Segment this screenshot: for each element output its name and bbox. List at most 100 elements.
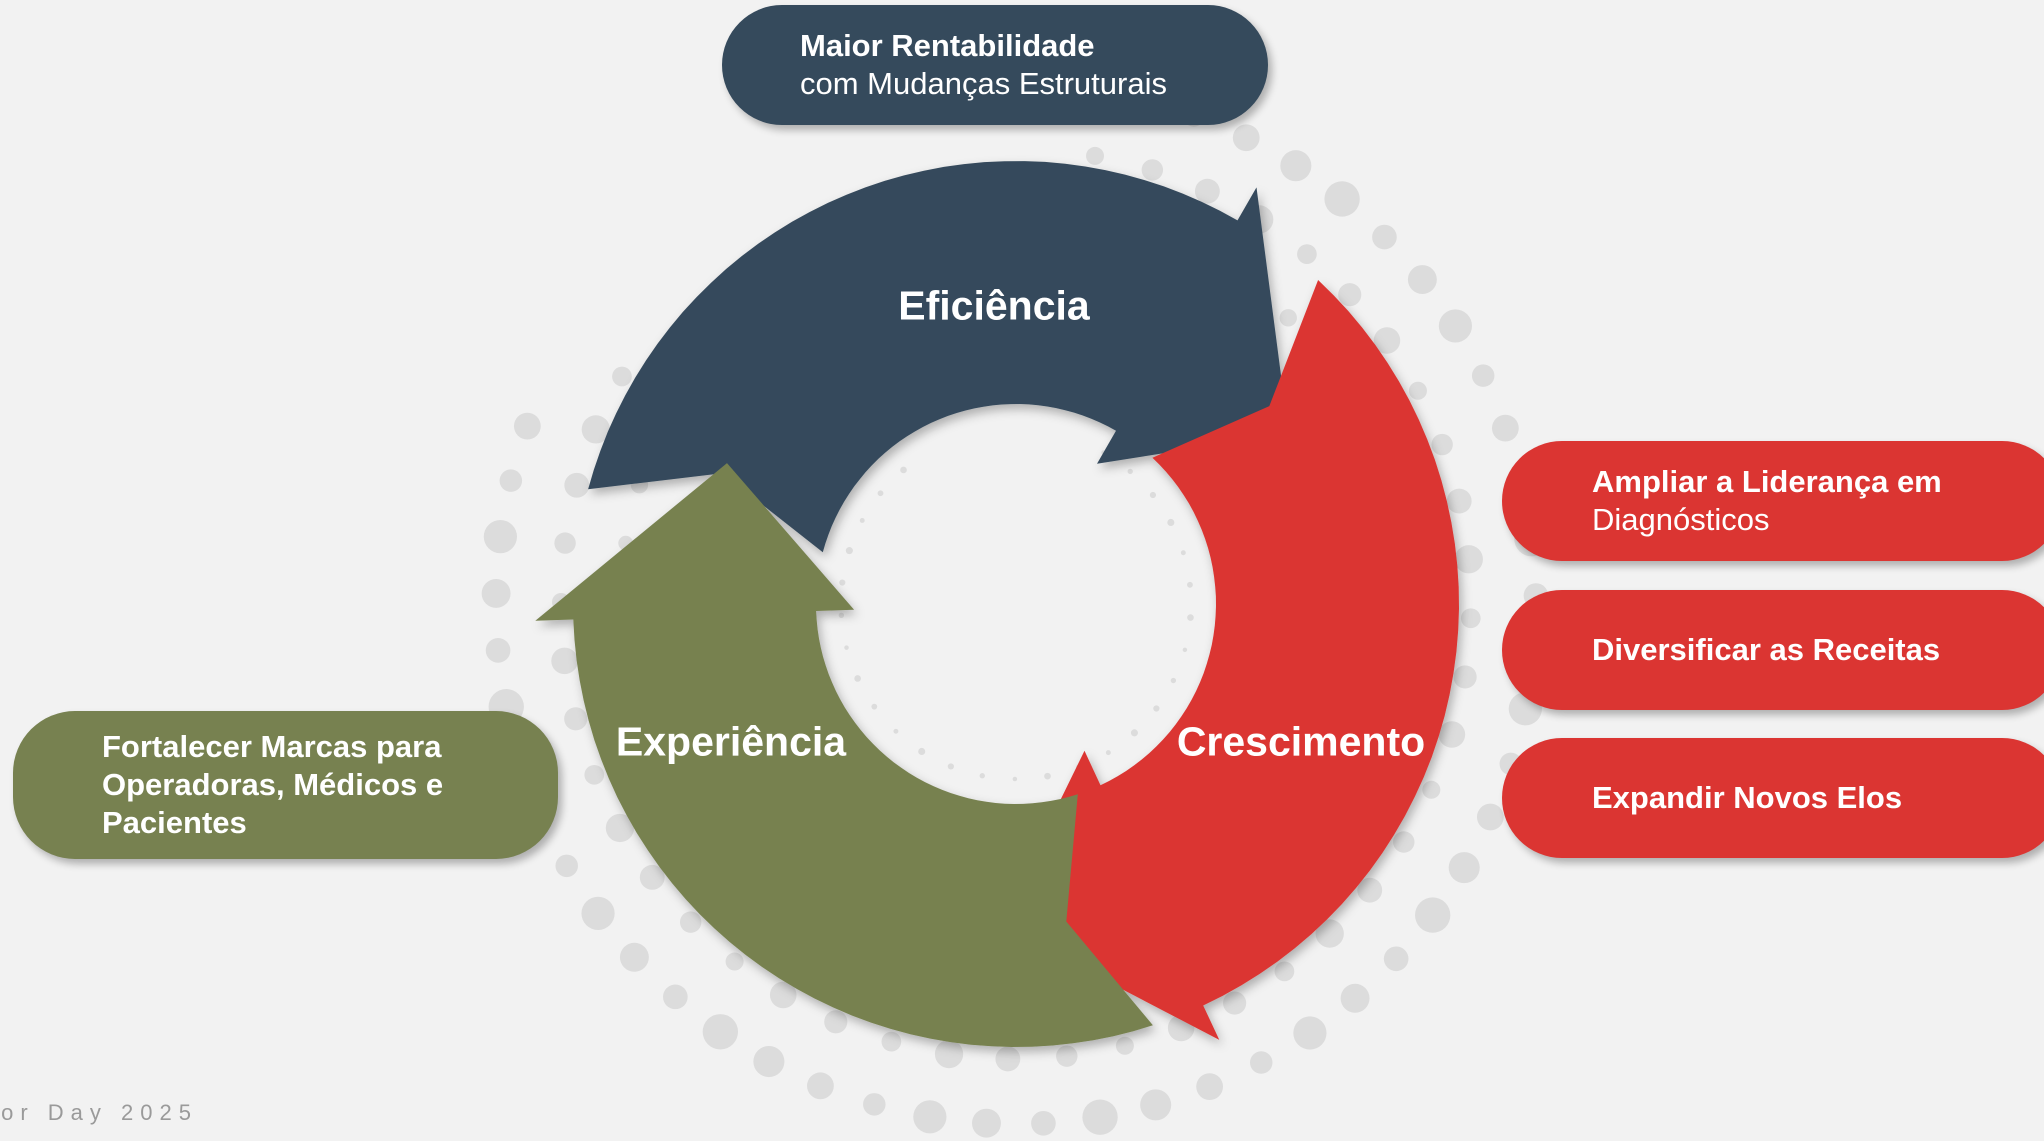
decorative-dot [1180,550,1186,556]
decorative-dot [1324,181,1360,217]
decorative-dot [481,578,511,608]
decorative-dot [1407,265,1437,295]
decorative-dot [769,981,797,1009]
decorative-dot [881,1031,902,1052]
arrow-eficiencia [588,161,1289,553]
decorative-dot [1471,364,1495,387]
decorative-dot [1373,327,1401,354]
goal-subtitle: com Mudanças Estruturais [800,66,1167,101]
decorative-dot [1196,1073,1224,1101]
decorative-dot [1415,897,1451,933]
decorative-dot [1012,776,1018,782]
decorative-dot [1422,780,1441,799]
decorative-dot [844,645,849,650]
decorative-dot [1491,414,1519,442]
decorative-dot [551,647,578,675]
decorative-dot [725,952,744,971]
decorative-dot [1141,159,1164,181]
decorative-dot [619,942,649,972]
goal-line-2: Operadoras, Médicos e [102,767,444,802]
decorative-dot [564,707,588,731]
decorative-dot [679,911,702,933]
decorative-dot [845,547,853,555]
decorative-dot [995,1046,1021,1072]
decorative-dot [753,1046,785,1078]
goal-title: Ampliar a Liderança em [1592,464,1942,499]
decorative-dot [1232,124,1260,152]
decorative-dot [1223,991,1247,1015]
decorative-dot [1476,803,1504,831]
goal-line-1: Fortalecer Marcas para [102,729,442,764]
decorative-dot [581,415,610,444]
decorative-dot [1357,877,1383,903]
decorative-dot [1044,772,1051,780]
decorative-dot [702,1014,739,1050]
decorative-dot [639,864,665,890]
goal-subtitle: Diagnósticos [1592,502,1770,537]
decorative-dot [1446,488,1472,514]
goal-line-3: Pacientes [102,805,247,840]
decorative-dot [584,764,605,785]
decorative-dot [1170,677,1177,684]
decorative-dot [1338,283,1362,307]
decorative-dot [1056,1045,1078,1067]
decorative-dot [913,1100,947,1134]
arrow-experiencia [535,463,1153,1048]
decorative-dot [1438,309,1473,343]
decorative-dot [605,813,635,843]
decorative-dot [1140,1089,1172,1121]
decorative-dot [1372,224,1397,250]
cycle-label-experiencia: Experiência [615,718,847,765]
decorative-dot [1153,705,1160,712]
decorative-dot [1431,433,1453,456]
decorative-dot [838,612,845,618]
goal-title: Expandir Novos Elos [1592,780,1903,815]
decorative-dot [854,675,861,682]
decorative-dot [1297,244,1317,265]
decorative-dot [581,896,615,930]
goal-pill-diversify: Diversificar as Receitas [1502,590,2044,710]
cycle-label-crescimento: Crescimento [1176,718,1426,765]
goal-pill-brands: Fortalecer Marcas para Operadoras, Médic… [13,711,558,859]
decorative-dot [1460,608,1481,629]
decorative-dot [871,703,878,710]
decorative-dot [824,1010,848,1034]
decorative-dot [499,469,523,492]
decorative-dot [1454,545,1483,574]
decorative-dot [1187,614,1194,621]
decorative-dot [1438,721,1466,748]
decorative-dot [1274,961,1295,982]
decorative-dot [612,366,632,387]
decorative-dot [972,1108,1001,1138]
decorative-dot [555,854,578,878]
decorative-dot [485,638,511,663]
decorative-dot [1315,919,1344,948]
decorative-dot [564,472,590,498]
decorative-dot [513,412,541,440]
decorative-dot [1105,750,1111,756]
arrow-crescimento [999,280,1459,1040]
decorative-dot [1393,831,1415,853]
goal-title: Maior Rentabilidade [800,28,1095,63]
decorative-dot [1031,1110,1056,1136]
goal-pill-expand: Expandir Novos Elos [1502,738,2044,858]
decorative-dot [1448,852,1480,884]
decorative-dot [1187,581,1193,588]
decorative-dot [1340,983,1370,1013]
decorative-dot [893,728,899,734]
decorative-dot [877,490,884,497]
decorative-dot [1249,1051,1273,1074]
decorative-dot [1453,665,1477,689]
decorative-dot [1115,1036,1134,1055]
decorative-dot [1182,647,1188,653]
decorative-dot [554,532,576,554]
decorative-dot [979,773,985,779]
decorative-dot [1127,468,1133,475]
decorative-dot [1383,946,1409,972]
goal-pill-leadership: Ampliar a Liderança em Diagnósticos [1502,441,2044,561]
decorative-dot [1194,178,1220,204]
decorative-dot [1280,150,1312,182]
decorative-dot [934,1039,964,1069]
decorative-dot [1086,146,1105,165]
